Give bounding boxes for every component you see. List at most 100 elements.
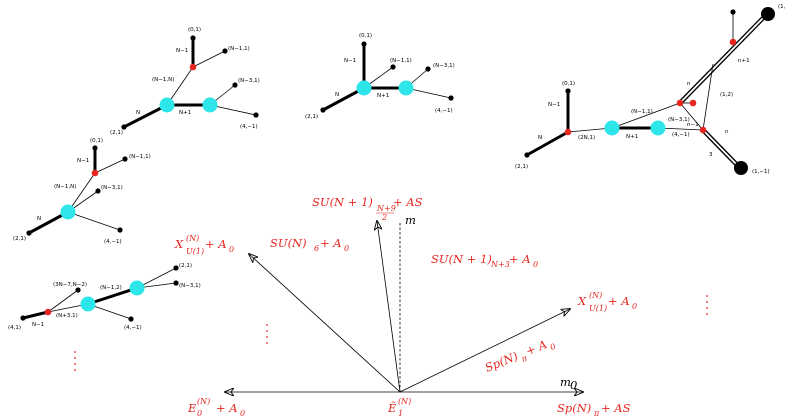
web-label: (N−3,1) bbox=[179, 283, 201, 289]
web-label: (N−1,N) bbox=[152, 77, 174, 83]
svg-text:1: 1 bbox=[398, 409, 403, 418]
svg-text:+ A: + A bbox=[608, 294, 630, 308]
svg-text:+ A: + A bbox=[320, 236, 342, 250]
web-label: (4,−1) bbox=[104, 239, 122, 245]
endpoint-dot bbox=[190, 35, 196, 41]
large-endpoint-dot bbox=[734, 161, 748, 175]
x-u1-right-ray bbox=[399, 309, 570, 393]
large-endpoint-dot bbox=[761, 7, 775, 21]
endpoint-dot bbox=[524, 152, 530, 158]
web-label: (4,−1) bbox=[435, 108, 453, 114]
junction-red-dot bbox=[564, 128, 572, 136]
endpoint-dot bbox=[425, 66, 431, 72]
web-label: n+1 bbox=[738, 58, 750, 64]
endpoint-dot bbox=[253, 112, 259, 118]
svg-text:(N): (N) bbox=[589, 291, 602, 300]
endpoint-dot bbox=[232, 82, 238, 88]
junction-red-dot bbox=[689, 99, 697, 107]
web-label: n bbox=[687, 81, 691, 87]
x-u1-left-ray bbox=[249, 254, 401, 393]
web-label: N bbox=[37, 216, 41, 222]
svg-text:0: 0 bbox=[229, 245, 234, 254]
endpoint-dot bbox=[565, 88, 571, 94]
seven-brane-node bbox=[159, 97, 175, 113]
endpoint-dot bbox=[117, 227, 123, 233]
brane-web-2: (0,1) N−1 (N−1,1) (N−1,N) (N−3,1) N (2,1… bbox=[13, 138, 151, 245]
svg-text:X: X bbox=[577, 294, 587, 308]
web-label: N−1 bbox=[344, 58, 356, 64]
svg-text:0: 0 bbox=[549, 342, 557, 352]
endpoint-dot bbox=[92, 145, 98, 151]
web-label: (1,−1) bbox=[752, 169, 770, 175]
svg-text:SU(N + 1): SU(N + 1) bbox=[431, 252, 492, 266]
label-x-u1-right: X (N) U(1) + A 0 bbox=[577, 291, 637, 313]
web-label: n−1 bbox=[687, 122, 699, 128]
web-label: (4,1) bbox=[8, 325, 21, 331]
svg-text:(N): (N) bbox=[197, 397, 210, 406]
svg-text:N+9: N+9 bbox=[376, 204, 396, 213]
svg-text:π: π bbox=[519, 353, 529, 364]
svg-text:m: m bbox=[560, 375, 571, 389]
web-label: (N−3,1) bbox=[668, 117, 690, 123]
web-label: (2,1) bbox=[179, 263, 192, 269]
continuation-dots bbox=[266, 324, 268, 344]
endpoint-dot bbox=[75, 287, 81, 293]
web-label: (N−3,1) bbox=[238, 78, 260, 84]
label-su-n1-as: SU(N + 1) N+9 2 + AS bbox=[312, 195, 423, 222]
svg-text:SU(N): SU(N) bbox=[270, 236, 307, 250]
svg-text:+ AS: + AS bbox=[393, 195, 423, 209]
svg-text:Sp(N): Sp(N) bbox=[557, 401, 591, 415]
label-sp-n-a0: Sp(N) π + A 0 bbox=[483, 337, 557, 375]
svg-text:U(1): U(1) bbox=[589, 304, 607, 313]
svg-text:π: π bbox=[593, 409, 600, 418]
junction-red-dot bbox=[189, 63, 197, 71]
m-axis-label: m bbox=[405, 213, 416, 227]
svg-text:SU(N + 1): SU(N + 1) bbox=[312, 195, 373, 209]
web-label: (N−3,1) bbox=[101, 185, 123, 191]
web-label: (0,1) bbox=[90, 138, 103, 144]
label-e0: E (N) 0 + A 0 bbox=[187, 397, 245, 418]
endpoint-dot bbox=[390, 64, 396, 70]
svg-text:6: 6 bbox=[314, 244, 319, 253]
endpoint-dot bbox=[173, 280, 179, 286]
seven-brane-node bbox=[650, 120, 666, 136]
seven-brane-node bbox=[129, 280, 145, 296]
brane-web-5: (1, n+1 (1,2) n (0,1) N−1 (N−1,1) (N−3,1… bbox=[515, 4, 786, 175]
seven-brane-node bbox=[80, 296, 96, 312]
web-label: N bbox=[335, 92, 339, 98]
web-label: N−1 bbox=[77, 158, 89, 164]
web-label: (4,−1) bbox=[124, 325, 142, 331]
continuation-dots bbox=[74, 351, 76, 371]
web-label: N−1 bbox=[176, 48, 188, 54]
svg-text:0: 0 bbox=[632, 302, 637, 311]
endpoint-dot bbox=[122, 156, 128, 162]
junction-red-dot bbox=[676, 99, 684, 107]
web-label: N−1 bbox=[32, 322, 44, 328]
web-label: (N−3,1) bbox=[433, 63, 455, 69]
svg-text:0: 0 bbox=[570, 378, 577, 392]
web-label: (N−1,1) bbox=[390, 58, 412, 64]
endpoint-dot bbox=[320, 107, 326, 113]
web-label: (0,1) bbox=[188, 27, 201, 33]
svg-text:X: X bbox=[174, 237, 184, 251]
web-label: (N−1,1) bbox=[129, 154, 151, 160]
junction-red-dot bbox=[91, 169, 99, 177]
endpoint-dot bbox=[26, 230, 32, 236]
svg-text:E: E bbox=[187, 401, 197, 415]
web-label: 3 bbox=[709, 152, 713, 158]
web-label: n bbox=[725, 129, 729, 135]
seven-brane-node bbox=[202, 97, 218, 113]
seven-brane-node bbox=[604, 120, 620, 136]
label-m0-axis: m 0 bbox=[560, 375, 577, 392]
endpoint-dot bbox=[222, 48, 228, 54]
continuation-dots bbox=[706, 295, 708, 315]
brane-web-1: (0,1) N−1 (N−1,1) (N−1,N) (N−3,1) N N+1 … bbox=[110, 27, 260, 136]
label-origin: Ẽ (N) 1 bbox=[387, 397, 411, 418]
endpoint-dot bbox=[128, 316, 134, 322]
brane-web-4: (0,1) N−1 (N−1,1) (N−3,1) N N+1 (2,1) (4… bbox=[305, 33, 455, 120]
web-label: (N−1,2) bbox=[100, 285, 122, 291]
svg-text:(N): (N) bbox=[398, 397, 411, 406]
svg-text:+ A: + A bbox=[216, 401, 238, 415]
svg-text:Ẽ: Ẽ bbox=[387, 401, 397, 415]
